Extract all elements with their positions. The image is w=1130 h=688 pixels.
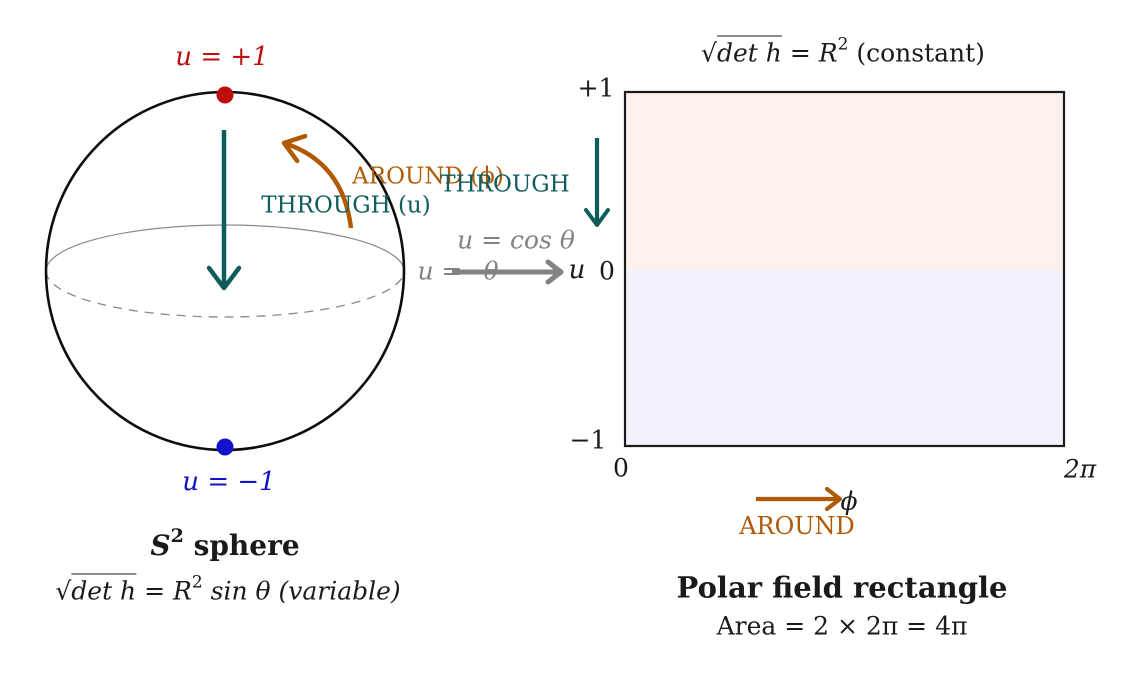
- rect-upper-half-fill: [625, 92, 1064, 270]
- ytick-plus1: +1: [577, 73, 615, 103]
- rect-title-sup: 2: [837, 34, 849, 55]
- south-pole-dot: [216, 438, 234, 456]
- mapping-from-var: θ: [483, 256, 499, 286]
- sphere-formula-mid: = R: [136, 576, 192, 606]
- through-sphere-label: THROUGH (u): [261, 192, 431, 219]
- rect-title-radicand: det h: [716, 35, 782, 68]
- phi-axis-label: ϕ: [840, 486, 858, 516]
- mapping-relation-label: u = cos θ: [457, 225, 575, 255]
- rect-formula: Area = 2 × 2π = 4π: [716, 611, 968, 641]
- rect-border: [623, 90, 1066, 448]
- sphere-caption: S2 sphere: [150, 526, 300, 562]
- rect-lower-half-fill: [625, 270, 1064, 446]
- sphere-formula-tail: sin θ (variable): [202, 576, 401, 606]
- sphere-formula-radicand: det h: [71, 573, 137, 606]
- ytick-minus1: −1: [569, 425, 607, 455]
- rect-title-mid: = R: [781, 38, 838, 68]
- through-rect-label: THROUGH: [440, 171, 570, 198]
- around-rect-label: AROUND: [739, 512, 855, 540]
- rect-title-tail: (constant): [848, 38, 985, 68]
- sphere-formula-sup: 2: [191, 572, 203, 593]
- sphere-formula: √det h = R2 sin θ (variable): [55, 573, 401, 606]
- rect-title-sqrt: √: [701, 38, 717, 68]
- around-sphere-label: AROUND (ϕ): [352, 163, 504, 190]
- xtick-zero: 0: [613, 453, 629, 483]
- sphere-caption-s: S: [150, 529, 171, 562]
- north-pole-label: u = +1: [175, 42, 269, 72]
- sphere-caption-rest: sphere: [183, 529, 300, 562]
- ytick-zero: 0: [599, 256, 615, 286]
- mapping-from-prefix: u =: [417, 256, 463, 286]
- north-pole-dot: [216, 86, 234, 104]
- mapping-to-var: u: [568, 255, 586, 285]
- equator-back-arc: [45, 270, 405, 318]
- south-pole-label: u = −1: [182, 467, 276, 497]
- around-arrow-sphere: [281, 133, 354, 229]
- rect-caption: Polar field rectangle: [676, 570, 1008, 605]
- sphere-formula-sqrt: √: [55, 576, 72, 606]
- xtick-2pi: 2π: [1063, 454, 1097, 484]
- rect-title: √det h = R2 (constant): [701, 35, 985, 68]
- sphere-caption-sup: 2: [170, 524, 184, 547]
